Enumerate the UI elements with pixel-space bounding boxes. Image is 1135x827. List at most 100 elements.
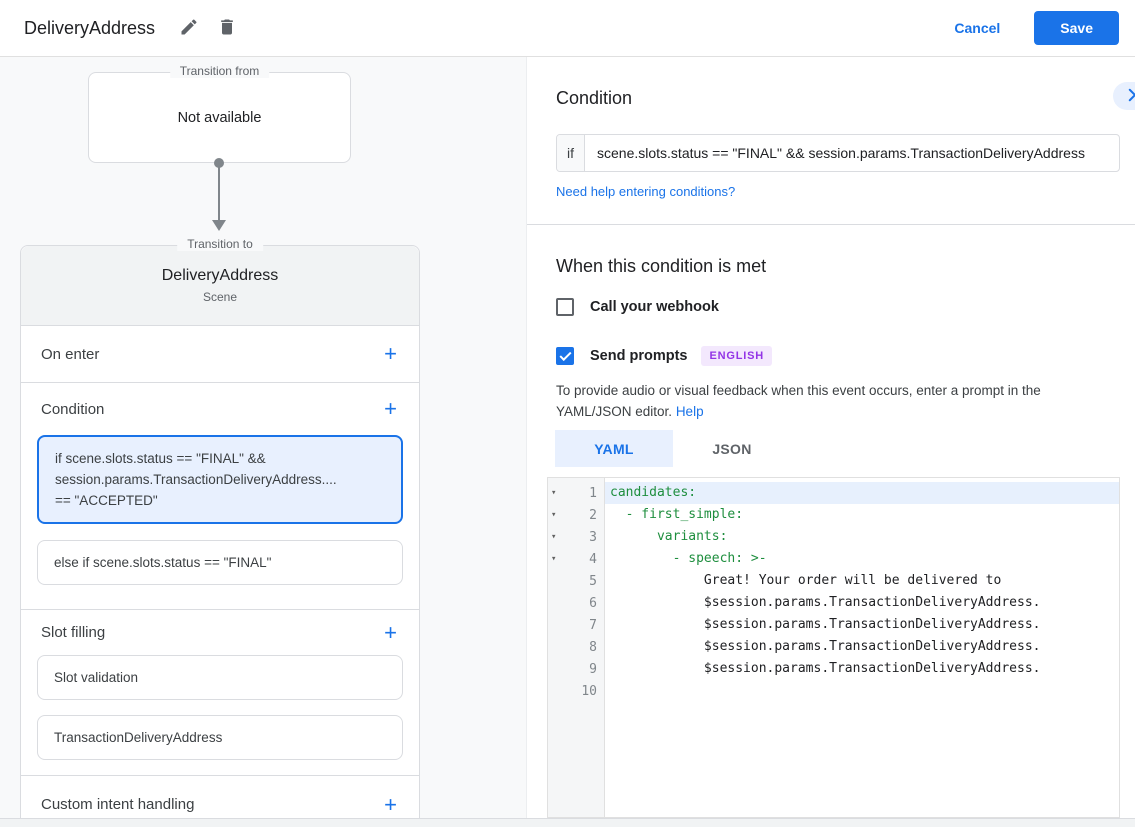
on-enter-section: On enter + bbox=[21, 326, 419, 382]
divider bbox=[527, 224, 1135, 225]
code-line: variants: bbox=[610, 529, 728, 544]
trash-icon bbox=[217, 17, 237, 40]
custom-intent-label: Custom intent handling bbox=[41, 796, 195, 813]
save-button[interactable]: Save bbox=[1034, 11, 1119, 45]
condition-label: Condition bbox=[41, 400, 105, 418]
webhook-label: Call your webhook bbox=[590, 299, 719, 315]
gutter-row: ▾3 bbox=[548, 526, 604, 548]
line-number: 5 bbox=[589, 573, 597, 589]
yaml-editor: ▾1 ▾2 ▾3 ▾4 ▾5 ▾6 ▾7 ▾8 ▾9 ▾10 candidate… bbox=[547, 477, 1120, 818]
connector-line bbox=[218, 165, 220, 221]
arrow-down-icon bbox=[212, 220, 226, 231]
slot-transaction-card[interactable]: TransactionDeliveryAddress bbox=[37, 715, 403, 760]
webhook-row: Call your webhook bbox=[556, 298, 719, 316]
condition-card-line: == "ACCEPTED" bbox=[55, 493, 158, 508]
line-number: 1 bbox=[589, 485, 597, 501]
transition-to-legend: Transition to bbox=[177, 237, 263, 251]
gutter-row: ▾4 bbox=[548, 548, 604, 570]
line-number: 8 bbox=[589, 639, 597, 655]
transition-from-status: Not available bbox=[177, 109, 262, 126]
code-line: $session.params.TransactionDeliveryAddre… bbox=[610, 639, 1041, 654]
connector-dot bbox=[214, 158, 224, 168]
webhook-checkbox[interactable] bbox=[556, 298, 574, 316]
editor-code-area[interactable]: candidates: - first_simple: variants: - … bbox=[605, 478, 1119, 817]
line-number: 9 bbox=[589, 661, 597, 677]
bottom-edge-strip bbox=[0, 818, 1135, 827]
send-prompts-checkbox[interactable] bbox=[556, 347, 574, 365]
condition-detail-pane: Condition if scene.slots.status == "FINA… bbox=[527, 57, 1135, 827]
condition-card-selected[interactable]: if scene.slots.status == "FINAL" && sess… bbox=[37, 435, 403, 524]
editor-gutter: ▾1 ▾2 ▾3 ▾4 ▾5 ▾6 ▾7 ▾8 ▾9 ▾10 bbox=[548, 478, 605, 817]
transition-from-box: Transition from Not available bbox=[88, 64, 351, 163]
fold-arrow-icon[interactable]: ▾ bbox=[551, 532, 557, 542]
condition-card[interactable]: else if scene.slots.status == "FINAL" bbox=[37, 540, 403, 585]
code-line: $session.params.TransactionDeliveryAddre… bbox=[610, 617, 1041, 632]
transition-from-legend: Transition from bbox=[169, 64, 270, 78]
chevron-right-icon bbox=[1123, 86, 1135, 107]
add-custom-intent-button[interactable]: + bbox=[384, 791, 397, 817]
code-line: - speech: >- bbox=[610, 551, 767, 566]
send-prompts-row: Send prompts ENGLISH bbox=[556, 346, 772, 366]
condition-card-line: if scene.slots.status == "FINAL" && bbox=[55, 451, 266, 466]
collapse-panel-button[interactable] bbox=[1113, 82, 1135, 110]
scene-card-header: Transition to DeliveryAddress Scene bbox=[21, 237, 419, 326]
tab-yaml[interactable]: YAML bbox=[555, 430, 673, 467]
code-line: $session.params.TransactionDeliveryAddre… bbox=[610, 661, 1041, 676]
gutter-row: ▾6 bbox=[548, 592, 604, 614]
line-number: 10 bbox=[581, 683, 597, 699]
custom-intent-section: Custom intent handling + bbox=[21, 775, 419, 827]
code-line bbox=[605, 680, 1119, 702]
line-number: 6 bbox=[589, 595, 597, 611]
slot-filling-label: Slot filling bbox=[41, 624, 106, 641]
gutter-row: ▾8 bbox=[548, 636, 604, 658]
editor-tabs: YAML JSON bbox=[555, 430, 791, 467]
language-badge: ENGLISH bbox=[701, 346, 772, 366]
code-line: candidates: bbox=[605, 482, 1119, 504]
scene-type-label: Scene bbox=[202, 290, 238, 304]
tab-json[interactable]: JSON bbox=[673, 430, 791, 467]
gutter-row: ▾7 bbox=[548, 614, 604, 636]
fold-arrow-icon[interactable]: ▾ bbox=[551, 488, 557, 498]
condition-heading: Condition bbox=[556, 88, 633, 108]
line-number: 7 bbox=[589, 617, 597, 633]
code-line: Great! Your order will be delivered to bbox=[610, 573, 1002, 588]
gutter-row: ▾2 bbox=[548, 504, 604, 526]
prompts-description: To provide audio or visual feedback when… bbox=[556, 380, 1112, 422]
scene-name: DeliveryAddress bbox=[161, 267, 279, 284]
add-slot-button[interactable]: + bbox=[384, 619, 397, 645]
if-prefix-label: if bbox=[557, 135, 585, 171]
gutter-row: ▾9 bbox=[548, 658, 604, 680]
add-on-enter-button[interactable]: + bbox=[384, 341, 397, 366]
help-link[interactable]: Help bbox=[675, 404, 704, 419]
prompts-description-text: To provide audio or visual feedback when… bbox=[556, 383, 1041, 419]
condition-expression-input[interactable]: scene.slots.status == "FINAL" && session… bbox=[597, 145, 1085, 161]
line-number: 2 bbox=[589, 507, 597, 523]
page-title: DeliveryAddress bbox=[24, 17, 156, 38]
line-number: 3 bbox=[589, 529, 597, 545]
line-number: 4 bbox=[589, 551, 597, 567]
condition-card-line: session.params.TransactionDeliveryAddres… bbox=[55, 472, 337, 487]
add-condition-button[interactable]: + bbox=[384, 396, 397, 421]
gutter-row: ▾10 bbox=[548, 680, 604, 702]
code-line: - first_simple: bbox=[610, 507, 744, 522]
slot-validation-card[interactable]: Slot validation bbox=[37, 655, 403, 700]
when-condition-met-heading: When this condition is met bbox=[556, 256, 767, 276]
condition-section: Condition + if scene.slots.status == "FI… bbox=[21, 382, 419, 609]
code-line: $session.params.TransactionDeliveryAddre… bbox=[610, 595, 1041, 610]
app-bar: DeliveryAddress Cancel Save bbox=[0, 0, 1135, 57]
flow-diagram-pane: Transition from Not available Transition… bbox=[0, 57, 527, 827]
send-prompts-label: Send prompts bbox=[590, 348, 688, 364]
delete-button[interactable] bbox=[217, 17, 237, 40]
edit-button[interactable] bbox=[179, 17, 199, 40]
condition-expression-row: if scene.slots.status == "FINAL" && sess… bbox=[556, 134, 1120, 172]
conditions-help-link[interactable]: Need help entering conditions? bbox=[556, 184, 736, 199]
gutter-row: ▾5 bbox=[548, 570, 604, 592]
cancel-button[interactable]: Cancel bbox=[954, 20, 1001, 36]
scene-card: Transition to DeliveryAddress Scene On e… bbox=[20, 237, 420, 827]
slot-filling-section: Slot filling + Slot validation Transacti… bbox=[21, 609, 419, 760]
fold-arrow-icon[interactable]: ▾ bbox=[551, 554, 557, 564]
gutter-row: ▾1 bbox=[548, 482, 604, 504]
on-enter-label: On enter bbox=[41, 345, 100, 363]
fold-arrow-icon[interactable]: ▾ bbox=[551, 510, 557, 520]
